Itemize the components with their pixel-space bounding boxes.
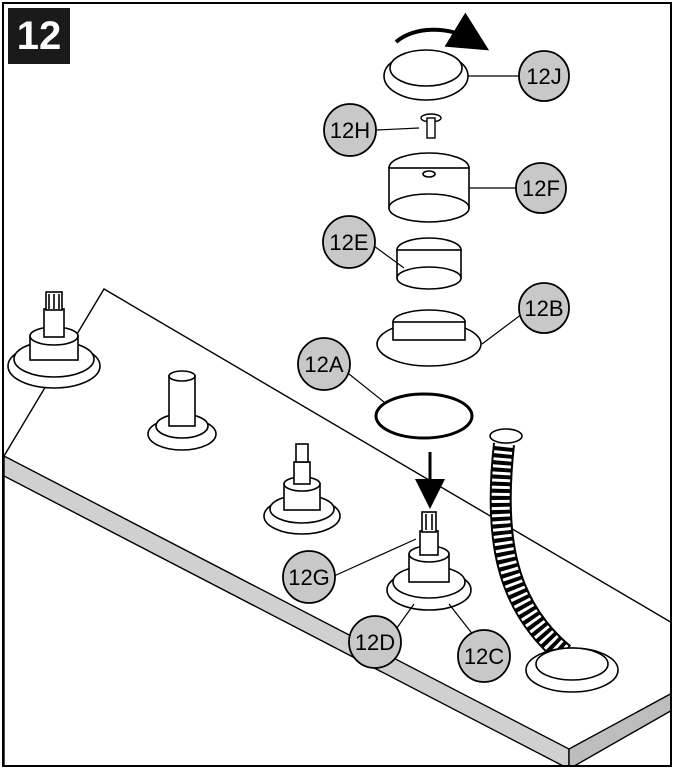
bonnet-nut bbox=[396, 237, 462, 290]
callout-12a: 12A bbox=[297, 337, 351, 391]
right-valve bbox=[386, 511, 472, 611]
callout-12g: 12G bbox=[282, 550, 336, 604]
callout-12c: 12C bbox=[457, 629, 511, 683]
screw bbox=[420, 113, 442, 139]
middle-valve bbox=[263, 443, 341, 535]
svg-text:12A: 12A bbox=[304, 352, 343, 377]
flange bbox=[376, 309, 482, 367]
svg-text:12J: 12J bbox=[526, 64, 561, 89]
callout-12e: 12E bbox=[322, 215, 376, 269]
rotate-arrow bbox=[394, 12, 490, 51]
spout-adapter bbox=[147, 370, 217, 451]
callout-12h: 12H bbox=[323, 103, 377, 157]
svg-text:12E: 12E bbox=[329, 230, 368, 255]
svg-text:12B: 12B bbox=[524, 296, 563, 321]
svg-text:12C: 12C bbox=[464, 644, 504, 669]
step-number-badge: 12 bbox=[8, 8, 70, 64]
svg-text:12F: 12F bbox=[522, 176, 560, 201]
svg-text:12D: 12D bbox=[355, 630, 395, 655]
callout-12b: 12B bbox=[518, 282, 570, 334]
trim-cap bbox=[383, 49, 469, 101]
svg-text:12G: 12G bbox=[288, 565, 330, 590]
leader-lines bbox=[333, 75, 523, 637]
svg-text:12H: 12H bbox=[330, 118, 370, 143]
flex-hose bbox=[489, 428, 619, 693]
callout-12f: 12F bbox=[515, 162, 567, 214]
escutcheon-sleeve bbox=[388, 152, 470, 223]
callout-12d: 12D bbox=[348, 615, 402, 669]
callout-12j: 12J bbox=[518, 50, 570, 102]
exploded-assembly-diagram: 12J 12H 12F 12E 12B 12A 12G 12D bbox=[4, 12, 670, 765]
o-ring bbox=[374, 392, 474, 440]
left-valve bbox=[7, 291, 101, 389]
